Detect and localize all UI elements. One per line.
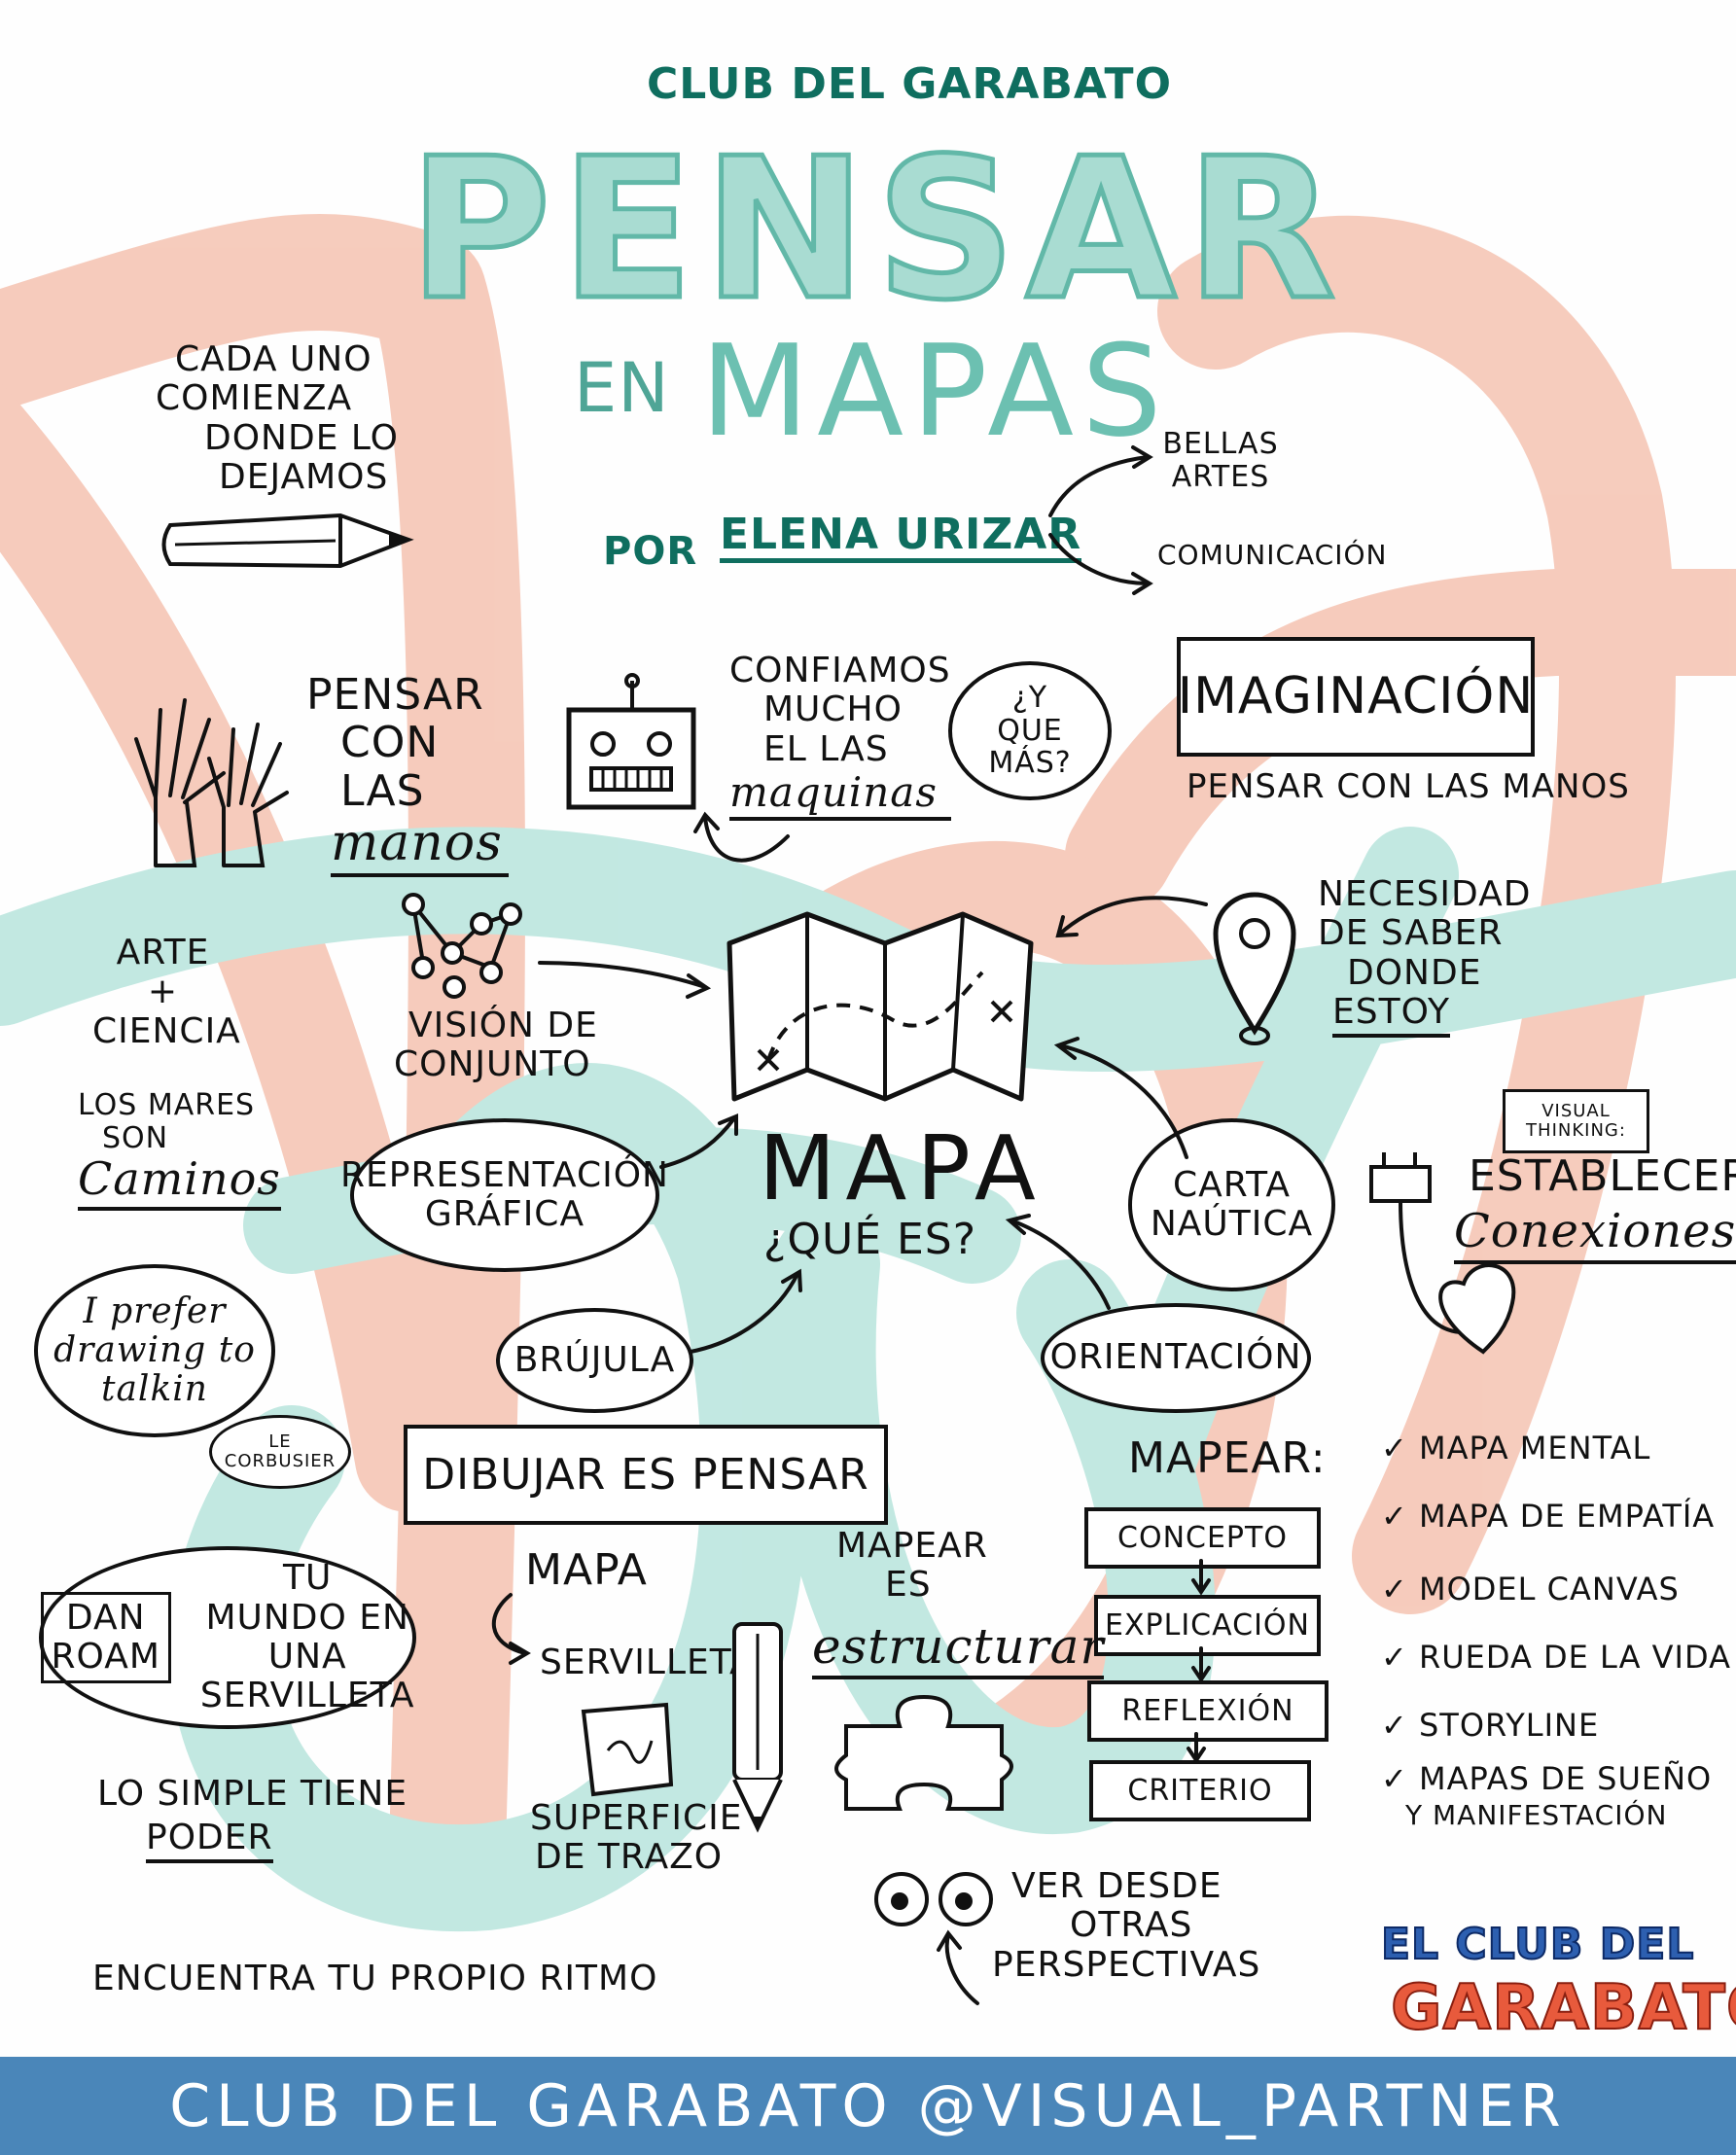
club-garabato-logo: EL CLUB DEL GARABATO [1380,1920,1736,2044]
footer-text: CLUB DEL GARABATO @VISUAL_PARTNER [169,2071,1567,2140]
checklist-item: ✓ MAPA MENTAL [1381,1430,1651,1466]
quote-bubble: I prefer drawing to talkin [34,1264,275,1437]
folded-map-icon [726,911,1034,1102]
step-concepto: CONCEPTO [1084,1507,1321,1569]
pensar-con-las-manos-note: PENSAR CON LAS manos [306,671,509,878]
establecer-label: ESTABLECER [1469,1151,1736,1201]
checklist-item: ✓ STORYLINE [1381,1707,1600,1744]
step-criterio: CRITERIO [1089,1760,1311,1821]
necesidad-note: NECESIDAD DE SABER DONDE ESTOY [1318,874,1531,1039]
author-tag-comunicacion: COMUNICACIÓN [1157,539,1388,571]
arte-ciencia-note: ARTE + CIENCIA [92,933,241,1051]
author-name: ELENA URIZAR [720,511,1082,564]
hands-icon [134,698,289,867]
plug-heart-icon [1369,1152,1516,1355]
le-corbusier-bubble: LE CORBUSIER [209,1415,351,1489]
mapear-es-note: MAPEAR ES [836,1526,988,1606]
vision-conjunto-note: VISIÓN DE CONJUNTO [394,1006,598,1085]
superficie-note: SUPERFICIE DE TRAZO [530,1798,743,1878]
dibujar-es-pensar-box: DIBUJAR ES PENSAR [404,1425,888,1525]
mares-note: LOS MARES SON Caminos [78,1089,281,1211]
dan-roam-oval: DAN ROAM TU MUNDO EN UNA SERVILLETA [39,1546,416,1729]
napkin-icon [581,1702,674,1797]
step-reflexion: REFLEXIÓN [1087,1680,1329,1742]
cada-uno-note: CADA UNO COMIENZA DONDE LO DEJAMOS [156,339,400,497]
author-tag-bellas-artes: BELLAS ARTES [1162,427,1279,494]
checklist-item-continuation: Y MANIFESTACIÓN [1405,1799,1668,1831]
checklist-item: ✓ RUEDA DE LA VIDA [1381,1639,1731,1676]
visual-thinking-box: VISUAL THINKING: [1503,1089,1649,1153]
imaginacion-box: IMAGINACIÓN [1177,637,1535,757]
carta-nautica-oval: CARTA NAÚTICA [1128,1118,1335,1291]
orientacion-oval: ORIENTACIÓN [1041,1303,1311,1413]
ver-desde-note: VER DESDE OTRAS PERSPECTIVAS [992,1866,1261,1985]
puzzle-piece-icon [834,1694,1013,1811]
eyes-icon [874,1872,993,1926]
brujula-oval: BRÚJULA [496,1308,693,1413]
servilleta-label: SERVILLETA [540,1643,755,1682]
title-mapas: MAPAS [700,317,1170,465]
checklist-item: ✓ MAPA DE EMPATÍA [1381,1498,1716,1535]
lo-simple-label: LO SIMPLE TIENE [97,1774,408,1814]
pencil-vertical-icon [732,1622,783,1833]
checklist-item: ✓ MAPAS DE SUEÑO [1381,1760,1713,1797]
encuentra-label: ENCUENTRA TU propio ritmo [92,1959,658,1998]
title-en: EN [574,348,670,428]
robot-icon [566,673,696,810]
footer-bar: CLUB DEL GARABATO @VISUAL_PARTNER [0,2057,1736,2155]
mapa-small-label: MAPA [525,1545,648,1595]
representacion-oval: REPRESENTACIÓN GRÁFICA [340,1118,668,1272]
conexiones-label: Conexiones [1454,1205,1736,1264]
step-explicacion: EXPLICACIÓN [1094,1595,1321,1656]
mapa-title: MAPA [759,1116,1045,1220]
mapear-label: MAPEAR: [1128,1433,1327,1483]
location-pin-icon [1213,892,1296,1045]
confiamos-note: CONFIAMOS MUCHO EL LAS maquinas [729,651,951,821]
author-por: POR [603,529,698,574]
y-que-mas-bubble: ¿Y QUE MÁS? [948,661,1112,800]
main-title: PENSAR [406,115,1346,346]
club-title: CLUB DEL GARABATO [647,59,1172,109]
pencil-icon [161,512,414,569]
que-es-subtitle: ¿QUÉ ES? [763,1215,977,1264]
checklist-item: ✓ MODEL CANVAS [1381,1571,1680,1607]
poder-label: PODER [146,1818,273,1864]
estructurar-label: estructurar [812,1619,1105,1679]
network-icon [402,893,522,999]
pensar-con-las-manos-caption: PENSAR CON LAS MANOS [1187,767,1630,806]
